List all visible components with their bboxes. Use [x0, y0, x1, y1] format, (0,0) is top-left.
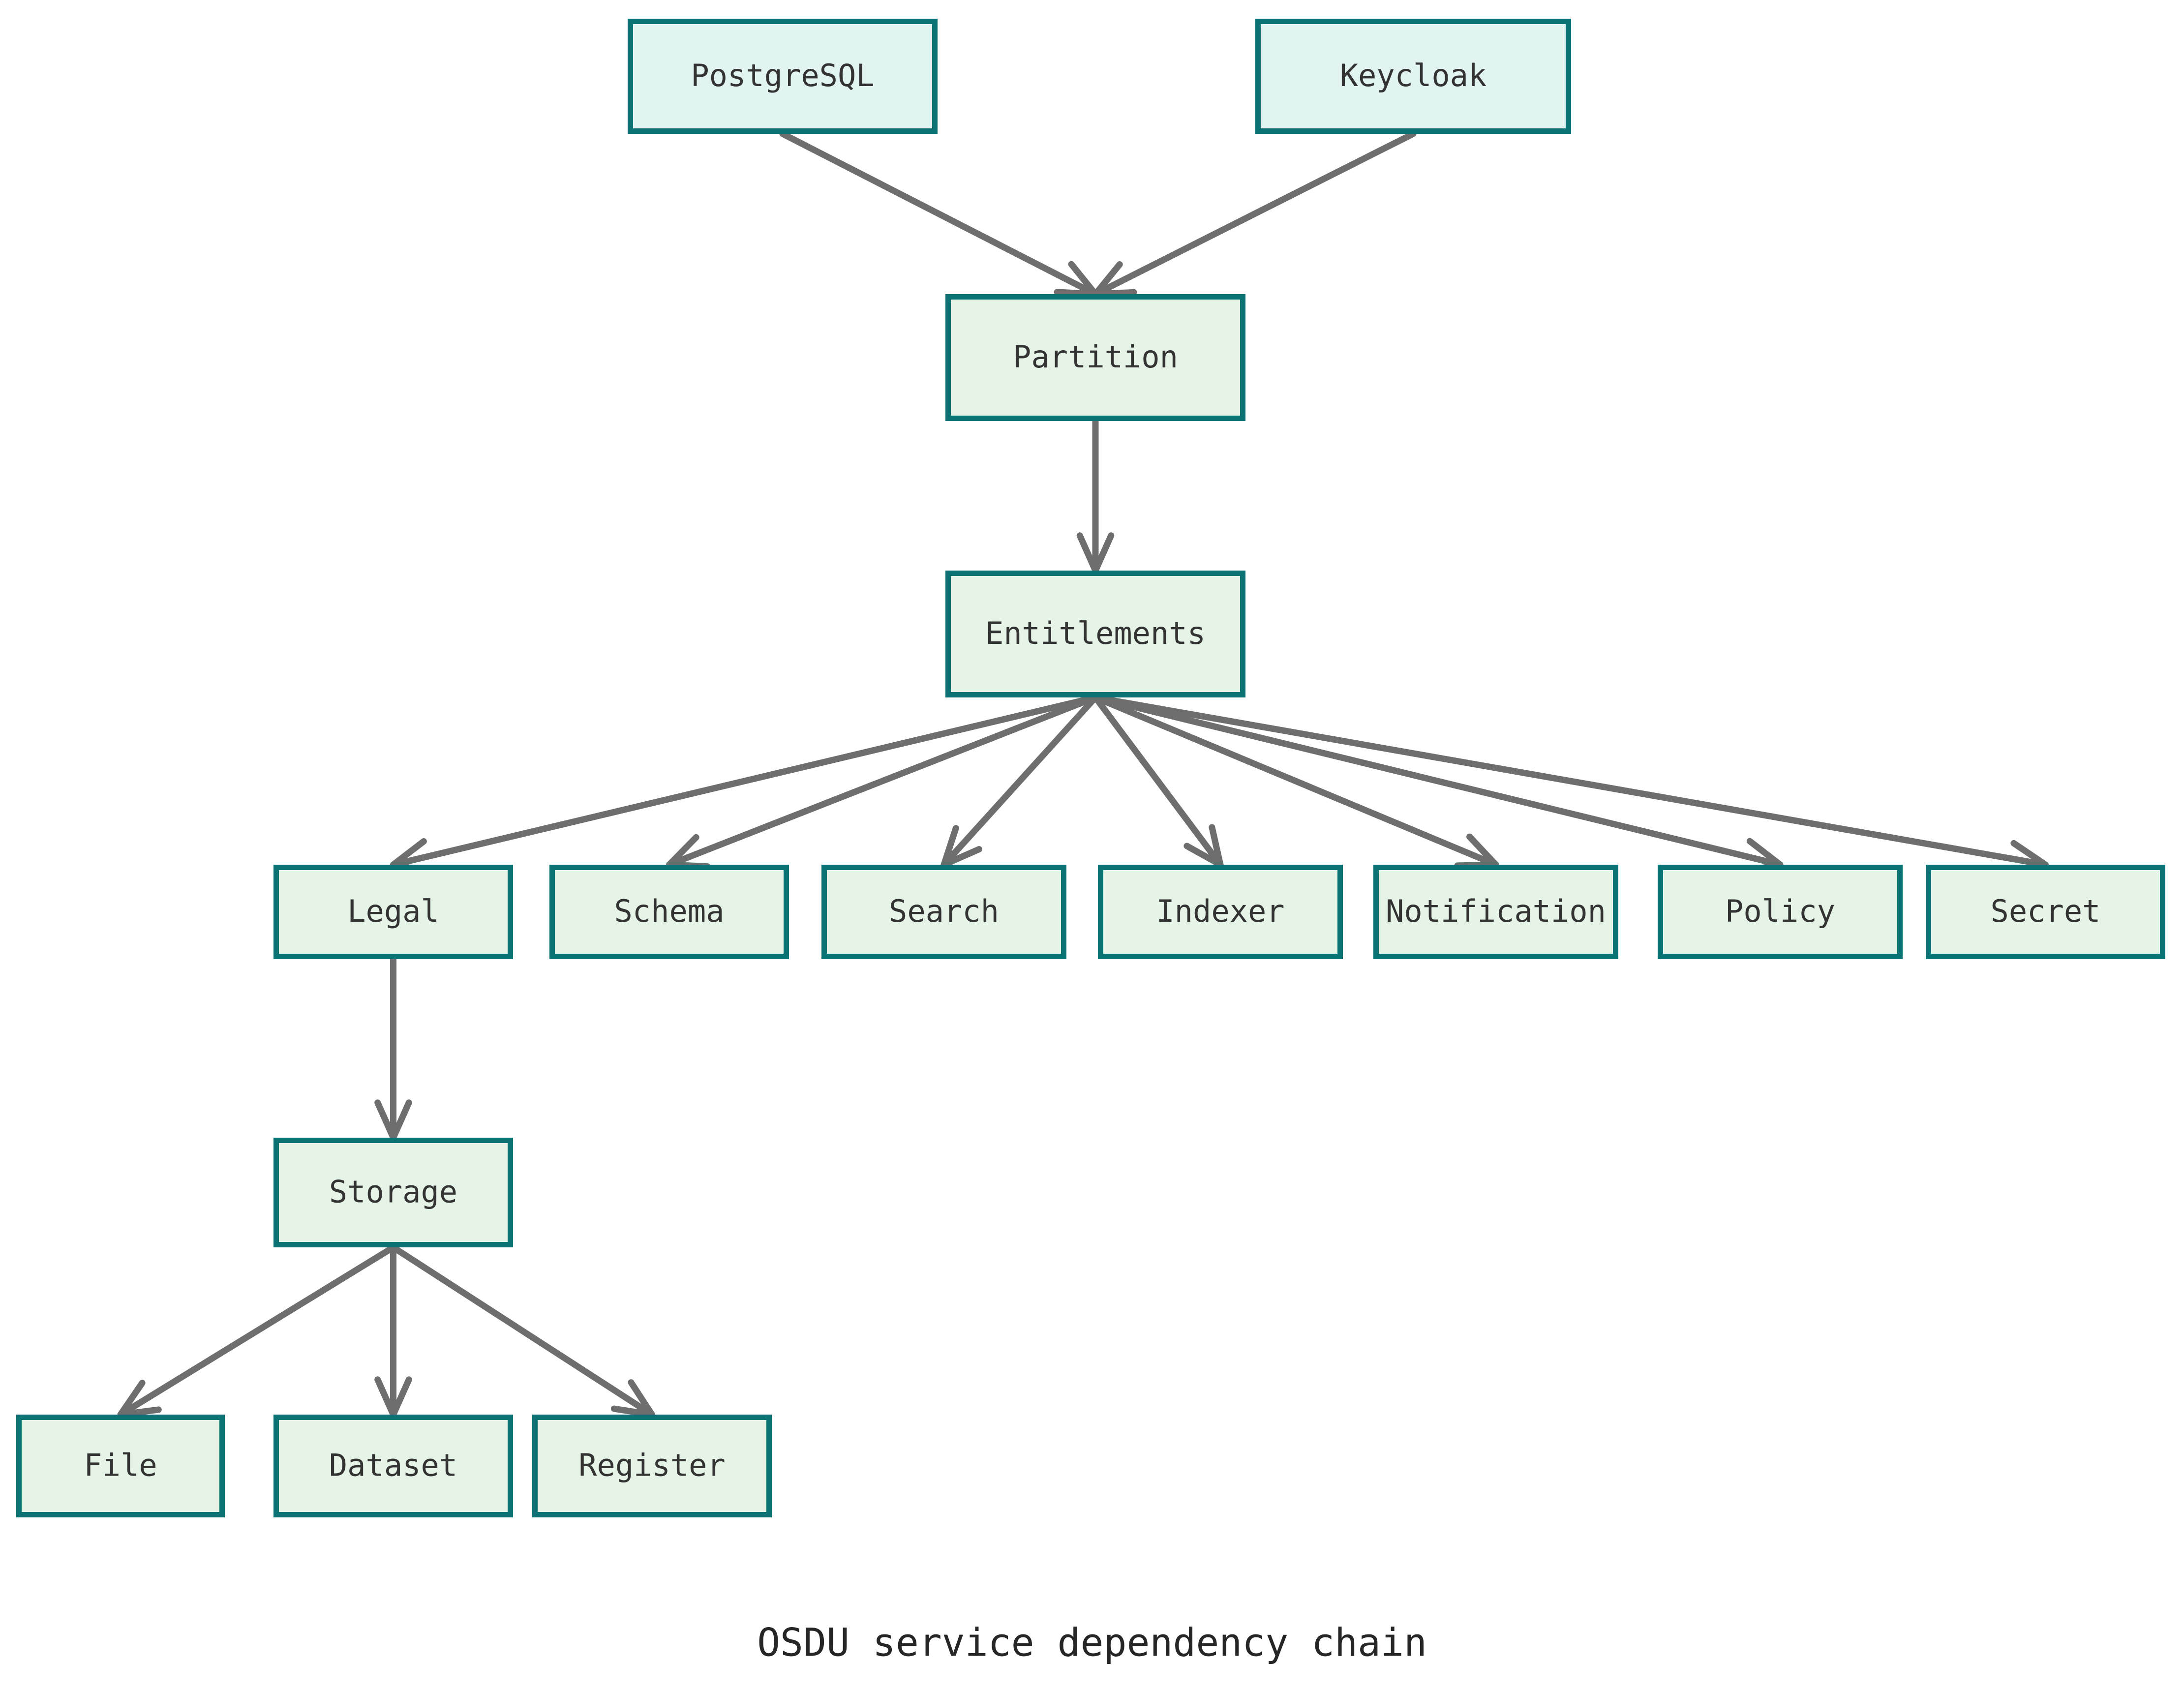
- node-label-file: File: [84, 1448, 157, 1483]
- node-indexer[interactable]: Indexer: [1098, 865, 1343, 959]
- edge-keycloak-to-partition: [1092, 130, 1417, 298]
- node-schema[interactable]: Schema: [549, 865, 789, 959]
- edge-entitlements-to-legal: [390, 694, 1099, 875]
- node-box-secret[interactable]: [1926, 865, 2165, 959]
- node-label-keycloak: Keycloak: [1340, 58, 1487, 93]
- node-postgresql[interactable]: PostgreSQL: [628, 19, 938, 134]
- node-label-schema: Schema: [614, 893, 725, 929]
- node-search[interactable]: Search: [821, 865, 1066, 959]
- node-label-policy: Policy: [1725, 893, 1835, 929]
- node-legal[interactable]: Legal: [273, 865, 513, 959]
- node-label-search: Search: [889, 893, 999, 929]
- node-storage[interactable]: Storage: [273, 1138, 513, 1247]
- node-label-postgresql: PostgreSQL: [691, 58, 874, 93]
- node-box-schema[interactable]: [549, 865, 789, 959]
- node-policy[interactable]: Policy: [1658, 865, 1903, 959]
- node-file[interactable]: File: [16, 1415, 225, 1517]
- edge-legal-to-storage: [374, 956, 412, 1141]
- node-keycloak[interactable]: Keycloak: [1255, 19, 1571, 134]
- edges-layer: [117, 130, 2049, 1418]
- node-box-notification[interactable]: [1373, 865, 1618, 959]
- node-box-legal[interactable]: [273, 865, 513, 959]
- node-label-notification: Notification: [1386, 893, 1606, 929]
- nodes-layer: PostgreSQL KeycloakPartitionEntitlementsL…: [16, 19, 2165, 1517]
- edge-postgresql-to-partition: [779, 130, 1099, 298]
- node-notification[interactable]: Notification: [1373, 865, 1618, 959]
- node-box-entitlements[interactable]: [945, 571, 1245, 697]
- node-partition[interactable]: Partition: [945, 294, 1245, 421]
- edge-entitlements-to-secret: [1092, 694, 2049, 877]
- node-label-partition: Partition: [1013, 339, 1178, 375]
- node-box-file[interactable]: [16, 1415, 225, 1517]
- node-box-keycloak[interactable]: [1255, 19, 1571, 134]
- edge-storage-to-register: [390, 1244, 655, 1418]
- node-box-postgresql[interactable]: [628, 19, 938, 134]
- edge-storage-to-file: [117, 1244, 396, 1418]
- node-label-entitlements: Entitlements: [985, 615, 1206, 651]
- node-box-dataset[interactable]: [273, 1415, 513, 1517]
- node-label-storage: Storage: [329, 1174, 457, 1210]
- node-box-indexer[interactable]: [1098, 865, 1343, 959]
- node-box-partition[interactable]: [945, 294, 1245, 421]
- node-box-register[interactable]: [532, 1415, 772, 1517]
- node-label-register: Register: [578, 1448, 726, 1483]
- node-dataset[interactable]: Dataset: [273, 1415, 513, 1517]
- edge-partition-to-entitlements: [1076, 418, 1115, 574]
- node-entitlements[interactable]: Entitlements: [945, 571, 1245, 697]
- node-box-policy[interactable]: [1658, 865, 1903, 959]
- edge-entitlements-to-search: [940, 694, 1099, 868]
- node-label-secret: Secret: [1991, 893, 2101, 929]
- node-label-legal: Legal: [347, 893, 439, 929]
- edge-entitlements-to-policy: [1092, 694, 1784, 875]
- diagram-caption: OSDU service dependency chain: [757, 1621, 1427, 1665]
- node-box-storage[interactable]: [273, 1138, 513, 1247]
- node-label-indexer: Indexer: [1156, 893, 1284, 929]
- node-box-search[interactable]: [821, 865, 1066, 959]
- edge-storage-to-dataset: [374, 1244, 412, 1418]
- node-secret[interactable]: Secret: [1926, 865, 2165, 959]
- node-label-dataset: Dataset: [329, 1448, 457, 1483]
- node-register[interactable]: Register: [532, 1415, 772, 1517]
